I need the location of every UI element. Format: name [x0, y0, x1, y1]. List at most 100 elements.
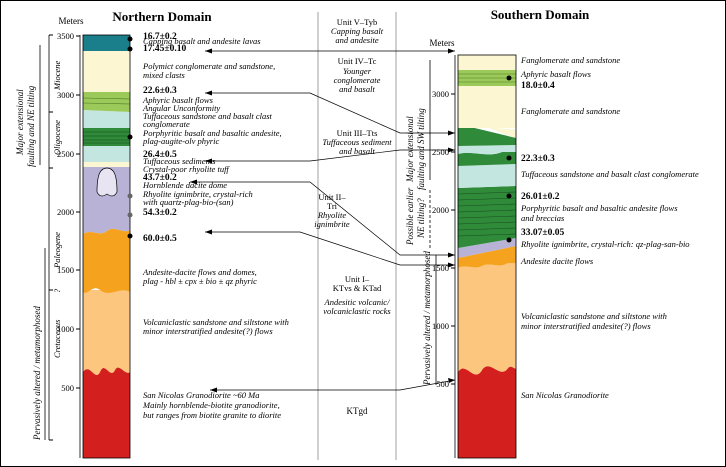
north-date: 43.7±0.2 — [143, 173, 177, 183]
unit-label: Capping basalt — [331, 26, 384, 36]
north-granodiorite-layer — [83, 367, 130, 458]
south-sample-dot — [506, 193, 512, 199]
north-desc: Hornblende dacite dome — [142, 180, 227, 190]
north-desc: Rhyolite ignimbrite, crystal-rich — [142, 189, 253, 199]
north-desc: plag - hbl ± cpx ± bio ± qz phyric — [142, 276, 257, 286]
south-fanglomerate-lower — [458, 86, 516, 128]
south-rhyolite-layer — [458, 238, 516, 258]
north-rhyolite-layer — [83, 167, 130, 234]
north-tick-label: 3000 — [57, 90, 74, 100]
south-possible-label-2: NE tilting? — [416, 198, 426, 239]
north-desc: Polymict conglomerate and sandstone, — [142, 61, 275, 71]
south-aphyric-stripes — [458, 73, 516, 83]
north-altered-label: Pervasively altered / metamorphosed — [32, 306, 42, 441]
south-tilt-label-1: Major extensional — [405, 116, 415, 183]
north-desc: mixed clasts — [143, 70, 185, 80]
south-desc: Rhyolite ignimbrite, crystal-rich: qz-pl… — [520, 239, 690, 249]
epoch-oligocene: Oligocene — [52, 120, 62, 155]
unit-label: volcaniclastic rocks — [323, 306, 391, 316]
unit-label: KTgd — [347, 406, 368, 416]
north-desc: Tuffaceous sediments — [143, 156, 216, 166]
correlation-lines — [190, 50, 456, 391]
unit-label: conglomerate — [334, 75, 381, 85]
south-cream-wedge — [458, 124, 516, 138]
north-dacite-dome — [96, 167, 118, 197]
south-volcaniclastic-layer — [458, 263, 516, 375]
epoch-miocene: Miocene — [52, 61, 62, 91]
south-basalt-wedge — [458, 124, 516, 146]
north-tick-label: 1500 — [57, 265, 74, 275]
south-desc: Aphyric basalt flows — [520, 69, 592, 79]
south-tick-label: 2000 — [432, 205, 449, 215]
south-sample-dot — [506, 155, 512, 161]
unit-label: Tuffaceous sediment — [322, 137, 392, 147]
north-desc: but ranges from biotite granite to diori… — [143, 410, 281, 420]
north-desc: minor interstratified andesite(?) flows — [143, 326, 273, 336]
north-axis-unit: Meters — [59, 16, 84, 26]
south-desc: Volcaniclastic sandstone and siltstone w… — [521, 311, 667, 321]
south-sample-dot — [506, 237, 512, 243]
north-desc: Volcaniclastic sandstone and siltstone w… — [143, 317, 289, 327]
north-date: 54.3±0.2 — [143, 208, 177, 218]
south-porph-stripes — [457, 191, 517, 237]
north-desc: Angular Unconformity — [142, 103, 220, 113]
south-title: Southern Domain — [491, 7, 590, 22]
north-date: 22.6±0.3 — [143, 86, 177, 96]
north-tick-label: 1000 — [57, 324, 74, 334]
south-date: 26.01±0.2 — [521, 192, 560, 202]
north-sample-dot — [127, 46, 133, 52]
south-desc: Tuffaceous sandstone and basalt clast co… — [521, 169, 699, 179]
north-column-outline — [82, 34, 131, 459]
north-desc: Aphyric basalt flows — [142, 95, 214, 105]
south-desc: Fanglomerate and sandstone — [520, 106, 620, 116]
epoch-question: ? — [52, 288, 62, 293]
north-sample-dot — [127, 212, 133, 218]
unit-label: and basalt — [339, 84, 375, 94]
north-tick-label: 500 — [61, 383, 74, 393]
south-tick-label: 2500 — [432, 147, 449, 157]
south-desc: minor interstratified andesite(?) flows — [521, 321, 651, 331]
south-scale-axis: Meters 3000 2500 2000 1500 1000 500 — [430, 38, 456, 458]
epoch-paleogene: Paleogene — [52, 232, 62, 269]
unit-label: and andesite — [335, 35, 378, 45]
north-tick-label: 2000 — [57, 207, 74, 217]
north-title: Northern Domain — [112, 9, 212, 24]
north-aphyric-stripe — [82, 102, 131, 105]
south-column-outline — [457, 54, 517, 459]
north-tick-label: 2500 — [57, 149, 74, 159]
south-sample-dot — [506, 75, 512, 81]
south-andesite-layer — [458, 246, 516, 268]
south-column — [457, 54, 517, 459]
south-tick-label: 3000 — [432, 89, 449, 99]
unit-label: Tri — [327, 201, 338, 211]
north-tilt-label-2: faulting and NE tilting — [26, 85, 36, 167]
north-sample-dot — [127, 36, 133, 42]
north-epoch-bar — [48, 34, 53, 441]
north-date: 26.4±0.5 — [143, 150, 177, 160]
south-desc: Andesite dacite flows — [520, 256, 594, 266]
north-capping-basalt-layer — [83, 35, 130, 51]
unit-label: Unit III–Tts — [337, 128, 378, 138]
unit-label: Unit V–Tyb — [337, 17, 378, 27]
unit-label: KTvs & KTad — [333, 283, 382, 293]
north-date: 60.0±0.5 — [143, 234, 177, 244]
north-column — [82, 34, 133, 459]
south-desc: San Nicolas Granodiorite — [521, 390, 609, 400]
unit-label: Younger — [343, 66, 372, 76]
north-porphyritic-basalt-layer — [83, 128, 130, 146]
south-desc: Porphyritic basalt and basaltic andesite… — [520, 203, 678, 213]
unit-label: Andesitic volcanic/ — [324, 297, 392, 307]
north-desc: Andesite-dacite flows and domes, — [142, 267, 257, 277]
north-date: 16.7±0.2 — [143, 32, 177, 42]
north-volcaniclastic-layer — [83, 290, 130, 375]
south-date: 33.07±0.05 — [521, 228, 564, 238]
north-desc: San Nicolas Granodiorite ~60 Ma — [143, 390, 260, 400]
unit-label: Rhyolite — [317, 210, 347, 220]
unit-label: Unit II– — [318, 192, 346, 202]
north-desc: Tuffaceous sandstone and basalt clast — [143, 111, 273, 121]
north-desc: Mainly hornblende-biotite granodiorite, — [142, 400, 280, 410]
north-sample-dot — [127, 134, 133, 140]
south-axis-unit: Meters — [430, 38, 455, 48]
south-basalt-band — [458, 152, 516, 166]
